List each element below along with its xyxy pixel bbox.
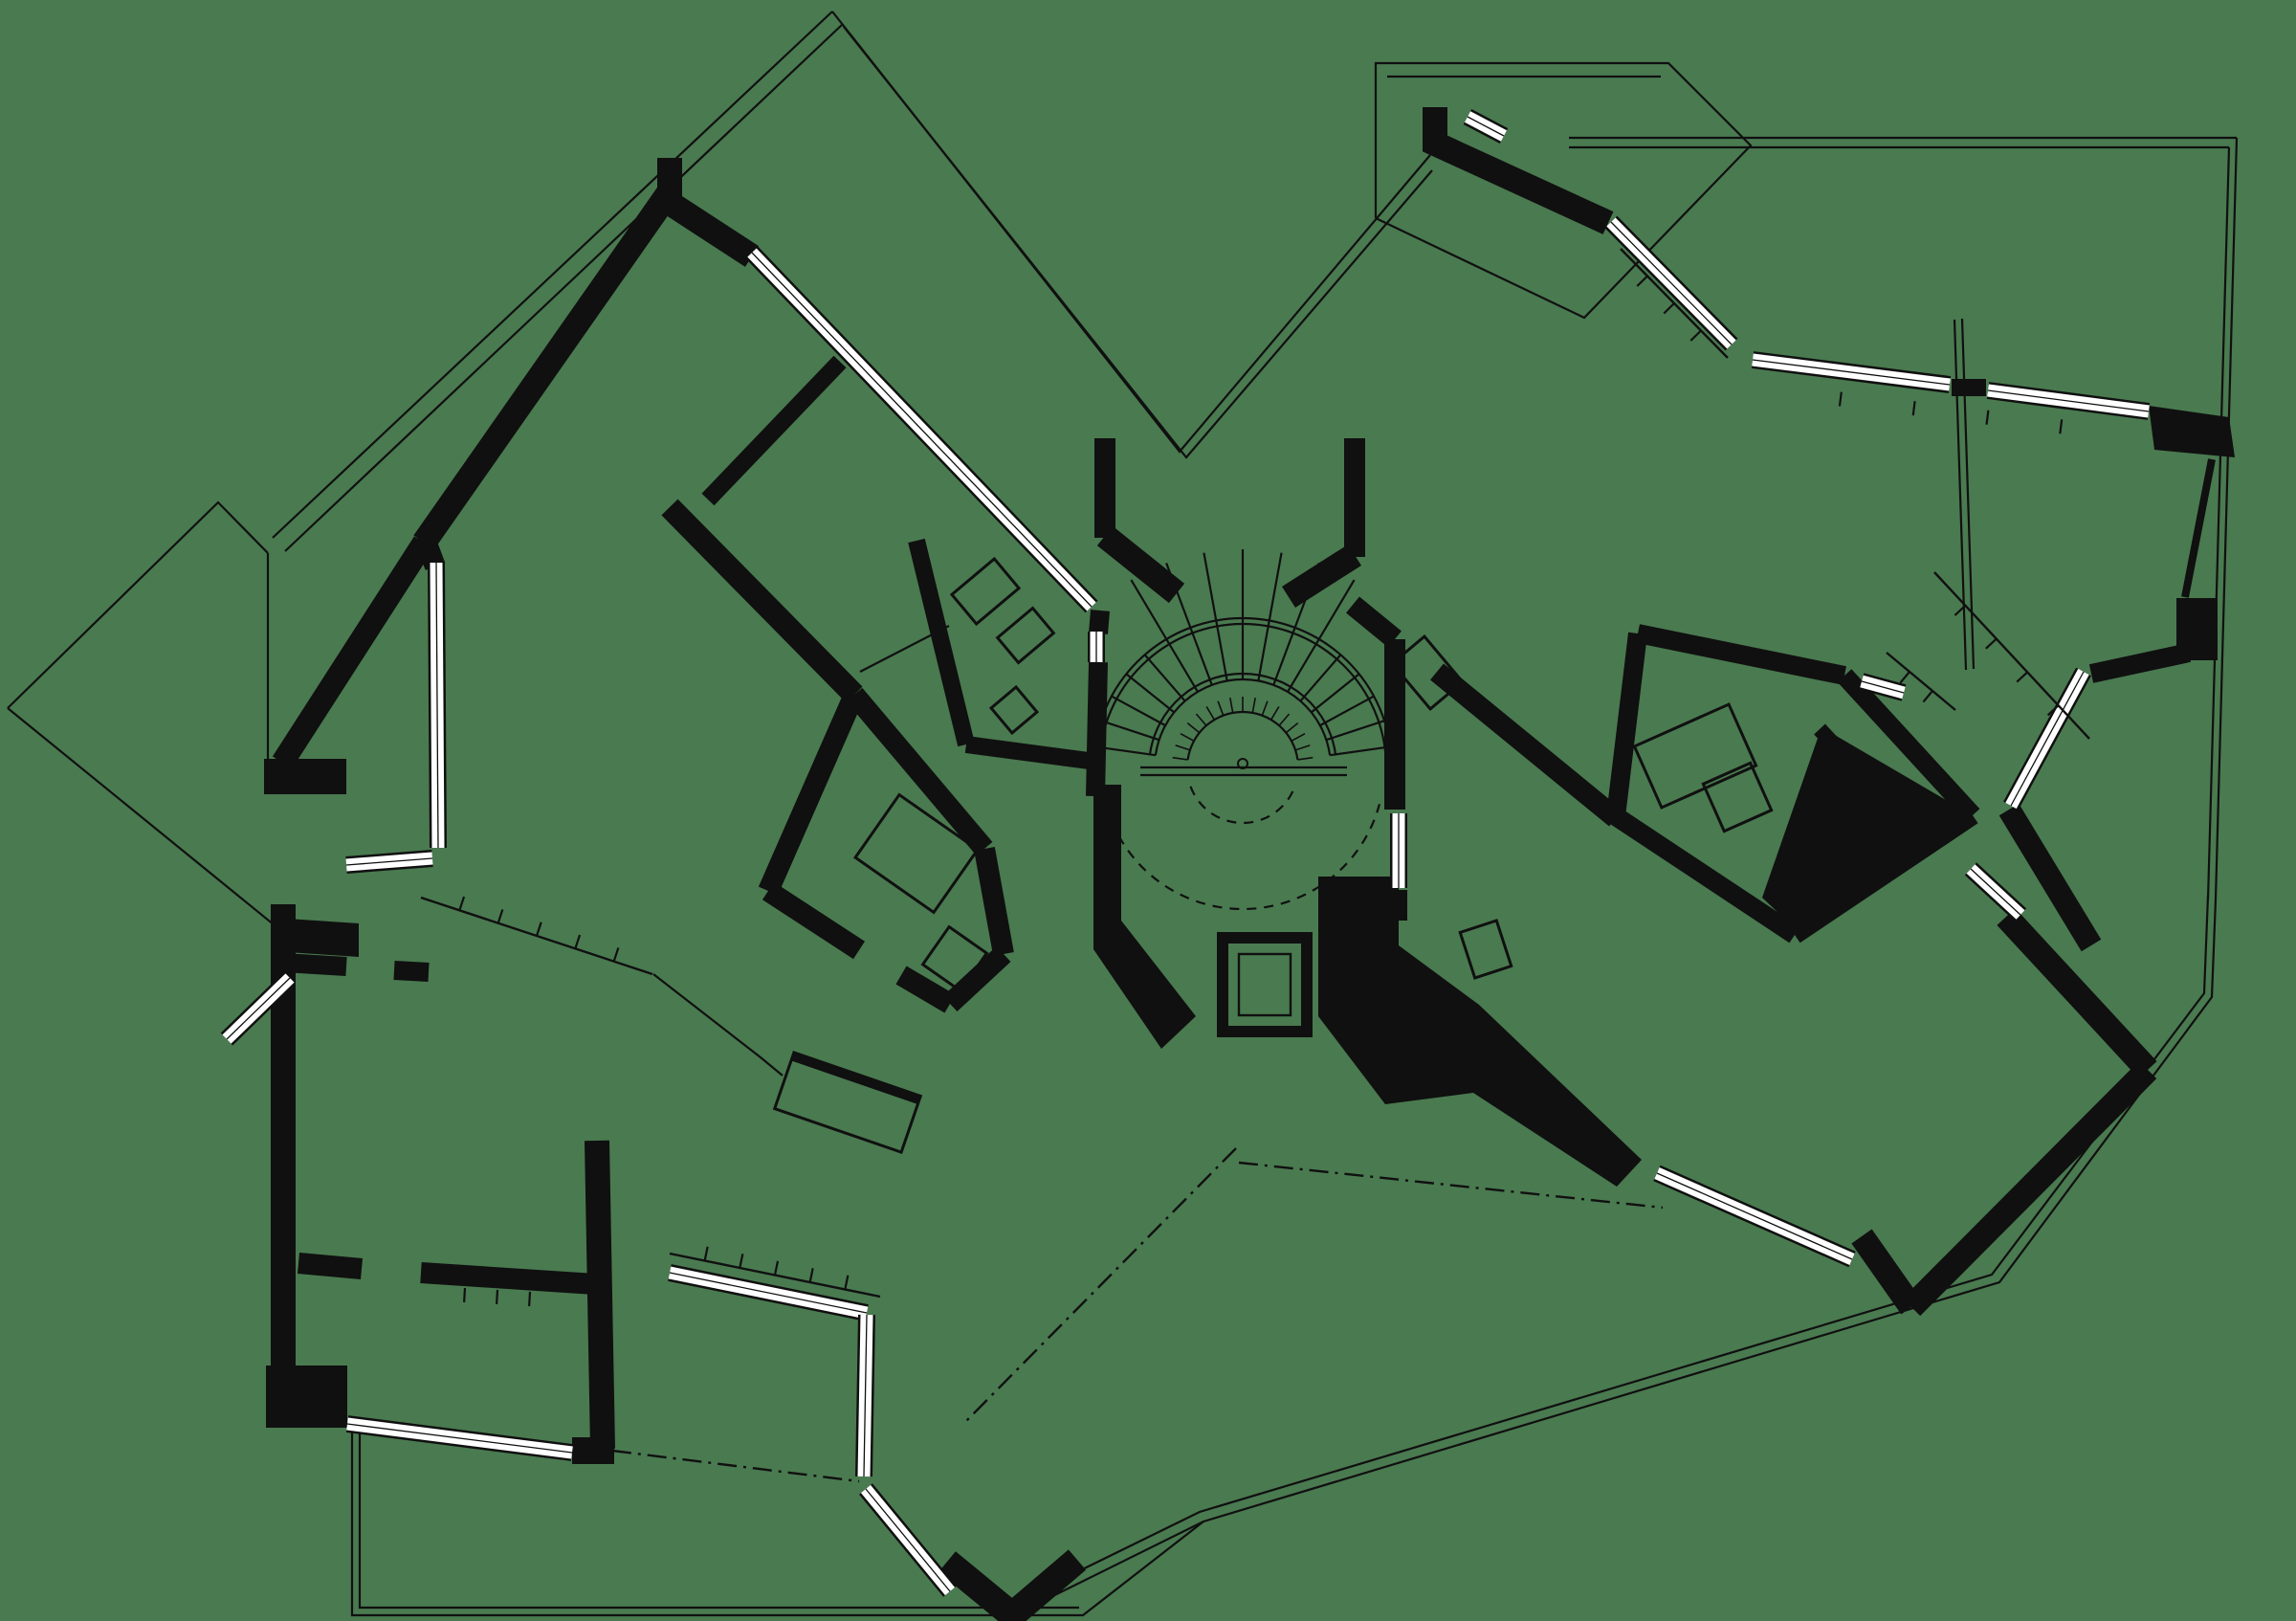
closet-tick-walls [420,248,2090,1307]
elevator-shaft [1217,932,1313,1037]
wall-poche-fills [264,379,2235,1464]
terrace-roof-outlines [7,11,2239,1617]
window-glazing-bands [220,109,2151,1597]
exterior-interior-walls [271,107,2216,1621]
furniture-and-fixtures [772,556,1774,1155]
property-dash-dot-lines [611,1147,1664,1483]
spiral-stair [1093,549,1393,911]
